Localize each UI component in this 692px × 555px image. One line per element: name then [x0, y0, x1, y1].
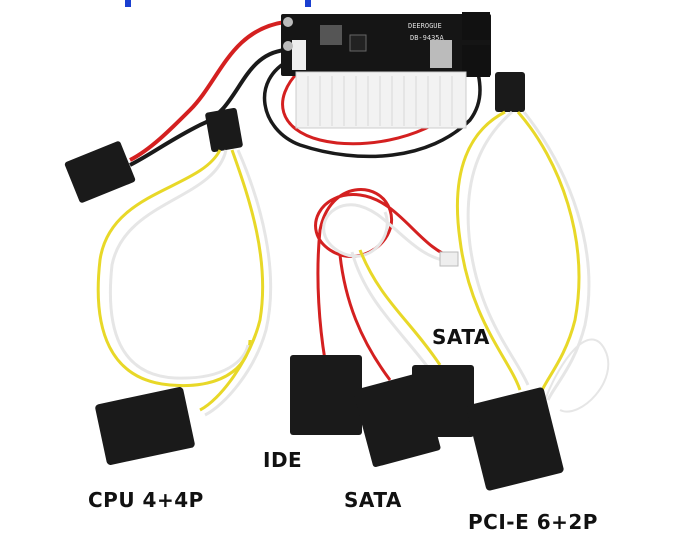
label-ide: IDE — [263, 448, 303, 472]
board-brand: DEEROGUE — [408, 22, 442, 30]
label-cpu: CPU 4+4P — [88, 488, 204, 512]
board-model: DB-9435A — [410, 34, 444, 42]
label-sata-bottom: SATA — [344, 488, 402, 512]
label-sata-right: SATA — [432, 325, 490, 349]
label-pcie: PCI-E 6+2P — [468, 510, 598, 534]
